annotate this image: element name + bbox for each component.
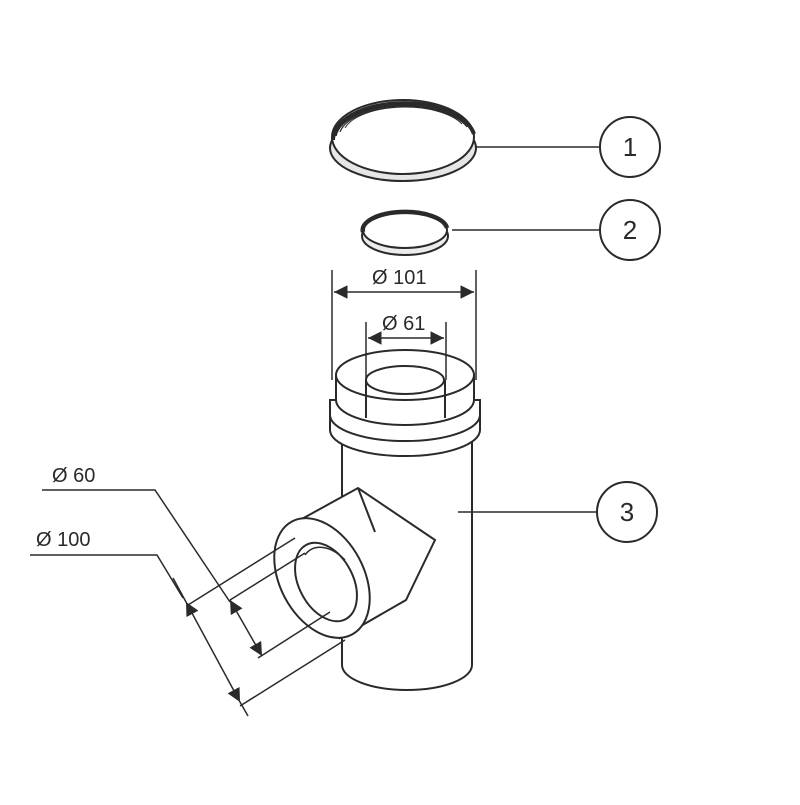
part-3-tee-fitting [273, 349, 481, 691]
part-2-seal-ring [360, 209, 450, 256]
callout-2: 2 [599, 199, 661, 261]
part-1-cap [329, 99, 477, 182]
callout-3: 3 [596, 481, 658, 543]
dim-line-inner-branch [229, 599, 263, 657]
dim-label-outer-branch: Ø 100 [36, 529, 90, 551]
callout-leaders [452, 146, 600, 513]
callout-2-number: 2 [623, 215, 637, 245]
dim-label-inner-branch: Ø 60 [52, 465, 95, 487]
dim-line-outer-branch [185, 601, 241, 703]
callout-1-number: 1 [623, 132, 637, 162]
dimension-lines-branch [30, 489, 346, 717]
dimension-lines-top [331, 270, 477, 380]
dim-label-outer-top: Ø 101 [372, 267, 426, 289]
callout-1: 1 [599, 116, 661, 178]
callout-3-number: 3 [620, 497, 634, 527]
dim-label-inner-top: Ø 61 [382, 313, 425, 335]
